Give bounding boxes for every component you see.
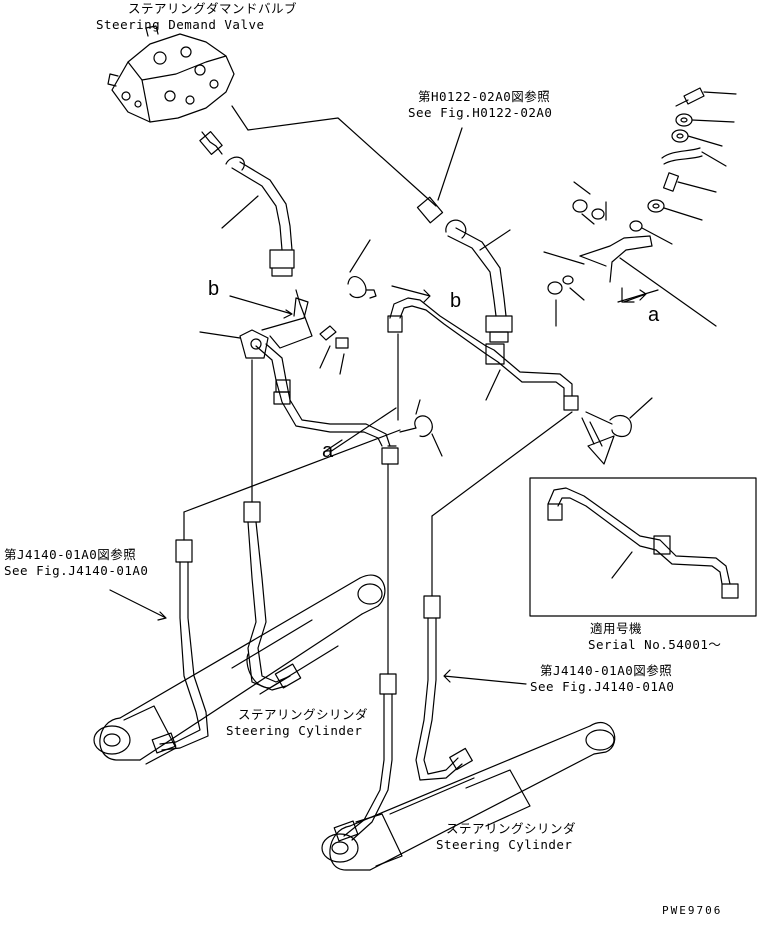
cylinder-left-en: Steering Cylinder	[226, 723, 363, 738]
leader-a-right	[620, 258, 716, 326]
hose-valve-left	[200, 132, 294, 276]
steering-demand-valve	[108, 26, 234, 122]
hose-valve-right	[417, 197, 512, 342]
steering-cylinder-right	[322, 723, 615, 870]
hose-left-cylinder-1	[110, 430, 400, 753]
leader-valve	[232, 106, 436, 206]
ref-j4140-right-jp: 第J4140-01A0図参照	[540, 663, 673, 678]
clamp-b-right	[348, 240, 430, 302]
steering-cylinder-left	[94, 575, 385, 764]
cylinder-left-jp: ステアリングシリンダ	[238, 707, 369, 722]
serial-inset-box	[530, 478, 756, 616]
leader-h0122	[438, 128, 462, 200]
clamp-right	[586, 398, 652, 436]
bracket-b-left	[230, 290, 348, 374]
valve-label-en: Steering Demand Valve	[96, 17, 265, 32]
marker-a-right: a	[648, 304, 660, 326]
arrow-to-inset	[582, 418, 614, 464]
serial-label-en: Serial No.54001～	[588, 637, 722, 652]
clamp-a-middle	[330, 400, 442, 456]
arrow-a-right	[624, 290, 646, 302]
bracket-hardware-right	[544, 88, 736, 326]
leader-a-left	[324, 440, 342, 452]
ref-h0122-jp: 第H0122-02A0図参照	[418, 89, 551, 104]
drawing-code: PWE9706	[662, 904, 723, 917]
ref-j4140-left-en: See Fig.J4140-01A0	[4, 563, 149, 578]
valve-label-jp: ステアリングダマンドバルブ	[128, 1, 298, 16]
ref-j4140-left-jp: 第J4140-01A0図参照	[4, 547, 137, 562]
cylinder-right-en: Steering Cylinder	[436, 837, 573, 852]
cylinder-right-jp: ステアリングシリンダ	[446, 821, 577, 836]
hose-right-cylinder-2	[416, 412, 572, 780]
hose-left-cylinder-2	[244, 360, 301, 690]
marker-b-left: b	[208, 278, 220, 300]
ref-h0122-en: See Fig.H0122-02A0	[408, 105, 553, 120]
marker-b-right: b	[450, 290, 462, 312]
hose-right-cylinder-1	[334, 464, 396, 841]
ref-j4140-right-en: See Fig.J4140-01A0	[530, 679, 675, 694]
pipe-assembly-middle	[388, 298, 578, 420]
marker-a-left: a	[322, 440, 334, 462]
pipe-assembly-lower-left	[200, 330, 398, 464]
serial-label-jp: 適用号機	[590, 621, 643, 636]
